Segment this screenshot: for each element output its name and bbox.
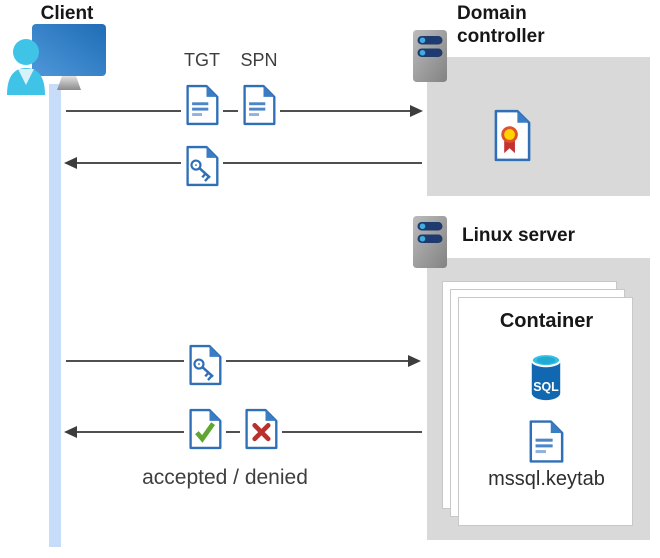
- key-ticket-icon: [181, 141, 223, 191]
- keytab-document-icon: [527, 418, 565, 465]
- arrow-line-ticket-response: [76, 162, 422, 164]
- accepted-document-icon: [184, 404, 226, 454]
- sql-badge-text: SQL: [533, 380, 559, 394]
- container-title: Container: [499, 310, 594, 332]
- arrowhead-ticket-response: [64, 157, 77, 169]
- sql-database-icon: SQL: [530, 351, 562, 403]
- arrowhead-send-ticket: [408, 355, 421, 367]
- key-ticket-to-server-icon: [184, 340, 226, 390]
- spn-document-icon: [238, 80, 280, 130]
- arrowhead-request-tickets: [410, 105, 423, 117]
- arrow-line-send-ticket: [66, 360, 410, 362]
- spn-label: SPN: [240, 50, 278, 70]
- container-card: Container SQL mssql.keytab: [458, 297, 633, 526]
- linux-server-icon: [412, 215, 448, 269]
- domain-controller-box: [427, 57, 650, 196]
- denied-document-icon: [240, 404, 282, 454]
- domain-controller-server-icon: [412, 29, 448, 83]
- client-label: Client: [40, 3, 94, 24]
- tgt-document-icon: [181, 80, 223, 130]
- tgt-label: TGT: [184, 50, 220, 70]
- domain-controller-label: Domain controller: [457, 3, 545, 47]
- result-label: accepted / denied: [142, 466, 308, 489]
- client-workstation-icon: [4, 24, 108, 98]
- keytab-filename: mssql.keytab: [488, 468, 605, 490]
- certificate-icon: [492, 108, 533, 163]
- linux-server-label: Linux server: [462, 225, 575, 246]
- client-lifeline: [49, 84, 61, 547]
- arrowhead-auth-result: [64, 426, 77, 438]
